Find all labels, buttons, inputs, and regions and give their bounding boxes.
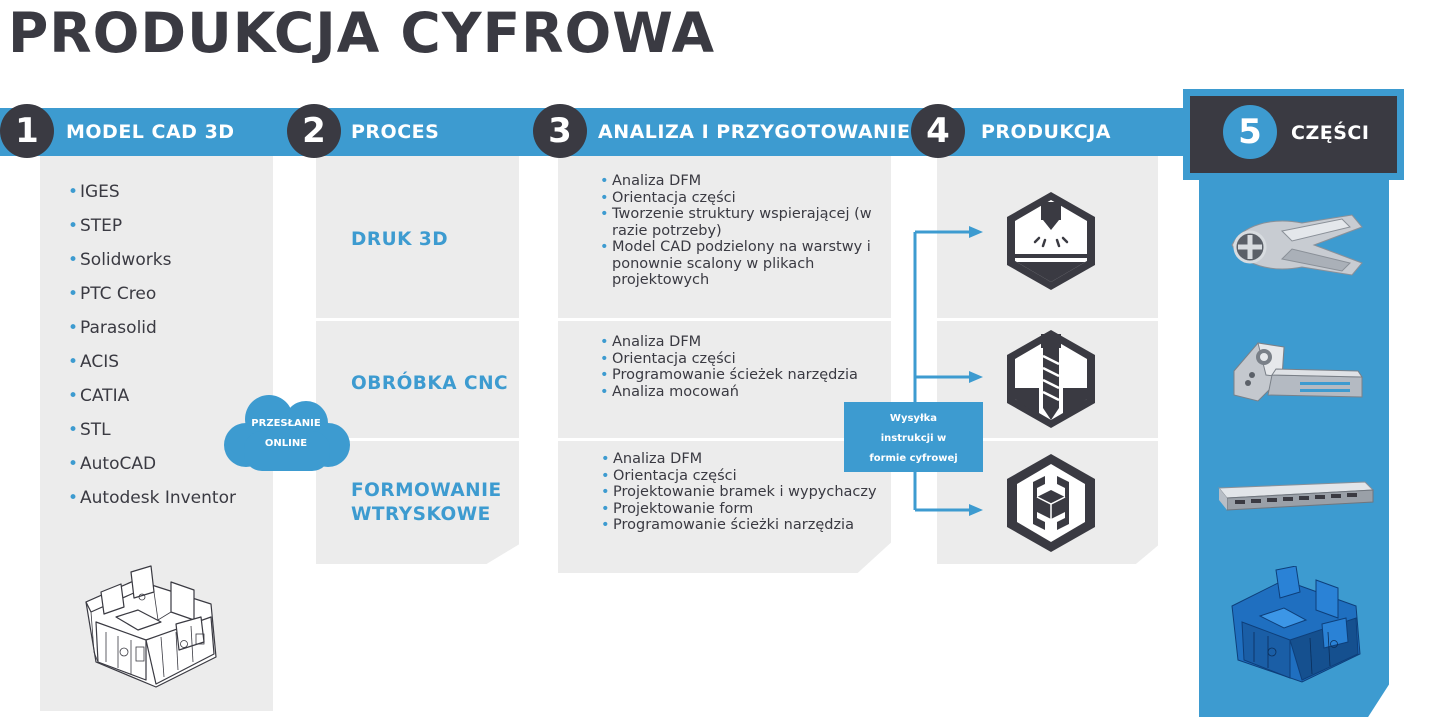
shipping-line2: instrukcji w: [880, 433, 947, 444]
analysis-list-molding: Analiza DFM Orientacja części Projektowa…: [601, 451, 886, 534]
part-cnc-bracket-icon: [1233, 342, 1363, 402]
list-item: Programowanie ścieżki narzędzia: [601, 517, 886, 534]
cloud-label-line2: ONLINE: [264, 438, 308, 449]
process-band: [0, 108, 1185, 156]
list-item: Analiza DFM: [600, 334, 885, 351]
list-item: CATIA: [68, 379, 268, 413]
shipping-line1: Wysyłka: [889, 413, 938, 424]
step-4-number: 4: [911, 104, 965, 158]
step-1-label: MODEL CAD 3D: [66, 121, 235, 143]
process-label-line: WTRYSKOWE: [351, 504, 491, 525]
process-panel-1: [316, 156, 519, 318]
step-2-label: PROCES: [351, 121, 440, 143]
step-5-label: CZĘŚCI: [1291, 122, 1370, 144]
list-item: STL: [68, 413, 268, 447]
list-item: Orientacja części: [600, 190, 885, 207]
process-panel-2: [316, 321, 519, 438]
list-item: Analiza DFM: [600, 173, 885, 190]
process-panel-3: [316, 441, 519, 564]
distribution-arrows: [913, 226, 983, 516]
part-metal-bracket-icon: [1231, 214, 1363, 276]
process-label-line: DRUK 3D: [351, 229, 449, 250]
list-item: AutoCAD: [68, 447, 268, 481]
process-3d-printing: DRUK 3D: [351, 228, 448, 252]
cloud-upload-icon: [224, 395, 350, 471]
list-item: PTC Creo: [68, 277, 268, 311]
cloud-label-line1: PRZESŁANIE: [251, 418, 321, 429]
cnc-drill-icon: [1007, 330, 1095, 428]
printer-3d-icon: [1007, 192, 1095, 290]
injection-mold-icon: [1007, 454, 1095, 552]
cloud-label: PRZESŁANIE ONLINE: [236, 414, 336, 454]
digital-instructions-box: Wysyłka instrukcji w formie cyfrowej: [844, 402, 983, 472]
list-item: Projektowanie bramek i wypychaczy: [601, 484, 886, 501]
list-item: Tworzenie struktury wspierającej (w razi…: [600, 206, 885, 239]
list-item: Analiza DFM: [601, 451, 886, 468]
process-label-line: OBRÓBKA CNC: [351, 373, 509, 394]
step-4-label: PRODUKCJA: [981, 121, 1111, 143]
page-title: PRODUKCJA CYFROWA: [8, 1, 716, 65]
part-extrusion-rail-icon: [1217, 481, 1375, 511]
analysis-list-3d: Analiza DFM Orientacja części Tworzenie …: [600, 173, 885, 289]
list-item: STEP: [68, 209, 268, 243]
list-item: IGES: [68, 175, 268, 209]
step-3-label: ANALIZA I PRZYGOTOWANIE: [598, 121, 911, 143]
list-item: Model CAD podzielony na warstwy i ponown…: [600, 239, 885, 289]
list-item: Programowanie ścieżek narzędzia: [600, 367, 885, 384]
step-2-number: 2: [287, 104, 341, 158]
list-item: Orientacja części: [601, 468, 886, 485]
cad-model-icon: [85, 565, 217, 688]
list-item: Autodesk Inventor: [68, 481, 268, 515]
step-5-number: 5: [1223, 105, 1277, 159]
shipping-line3: formie cyfrowej: [869, 453, 958, 464]
step-1-number: 1: [0, 104, 54, 158]
step-3-number: 3: [533, 104, 587, 158]
list-item: Parasolid: [68, 311, 268, 345]
list-item: Analiza mocowań: [600, 384, 885, 401]
part-molded-housing-icon: [1231, 566, 1361, 683]
process-cnc: OBRÓBKA CNC: [351, 372, 508, 396]
cad-format-list: IGES STEP Solidworks PTC Creo Parasolid …: [68, 175, 268, 515]
analysis-list-cnc: Analiza DFM Orientacja części Programowa…: [600, 334, 885, 400]
list-item: ACIS: [68, 345, 268, 379]
list-item: Projektowanie form: [601, 501, 886, 518]
list-item: Orientacja części: [600, 351, 885, 368]
process-injection-molding: FORMOWANIE WTRYSKOWE: [351, 479, 502, 527]
process-label-line: FORMOWANIE: [351, 480, 502, 501]
list-item: Solidworks: [68, 243, 268, 277]
